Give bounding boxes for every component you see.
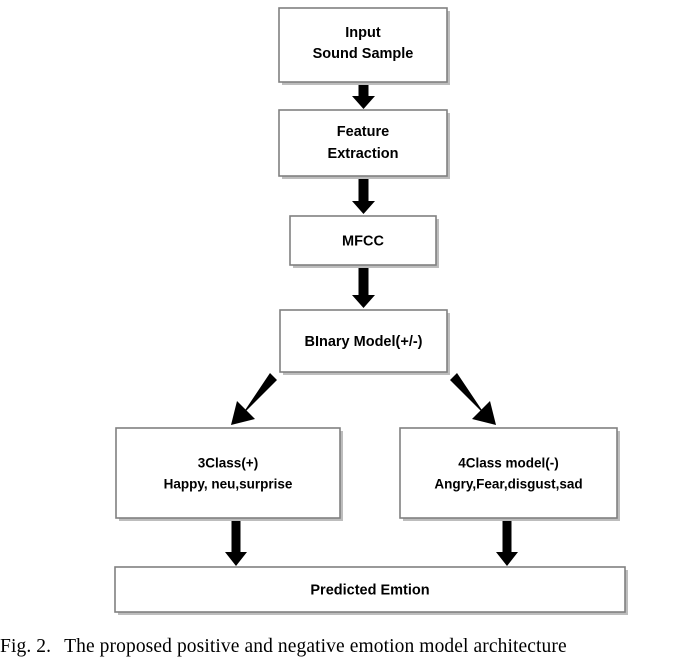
arrow-down-icon: [352, 84, 375, 109]
edge-binary-to-four-class: [450, 373, 496, 425]
arrow-down-icon: [352, 178, 375, 214]
figure-caption: Fig. 2. The proposed positive and negativ…: [0, 636, 695, 658]
edge-binary-to-three-class: [231, 373, 277, 425]
arrow-diagonal-down-right-icon: [450, 373, 496, 425]
node-feature-extraction-label-line2: Extraction: [328, 146, 399, 162]
arrow-down-icon: [352, 267, 375, 308]
edge-feature-to-mfcc: [352, 178, 375, 214]
node-predicted-emotion-box: [114, 566, 626, 613]
node-four-class-negative: 4Class model(-) Angry,Fear,disgust,sad: [399, 427, 620, 521]
figure-caption-number: Fig. 2.: [0, 636, 52, 657]
node-mfcc: MFCC: [289, 215, 439, 268]
node-three-class-positive-label-line1: 3Class(+): [198, 456, 258, 471]
node-three-class-positive: 3Class(+) Happy, neu,surprise: [115, 427, 343, 521]
node-feature-extraction-label-line1: Feature: [337, 124, 389, 140]
node-four-class-negative-label-line2: Angry,Fear,disgust,sad: [434, 477, 582, 492]
arrow-diagonal-down-left-icon: [231, 373, 277, 425]
node-three-class-positive-box: [115, 427, 341, 519]
node-four-class-negative-label-line1: 4Class model(-): [458, 456, 559, 471]
edge-four-class-to-predicted: [496, 520, 518, 566]
node-binary-model-label: BInary Model(+/-): [304, 334, 422, 350]
edge-three-class-to-predicted: [225, 520, 247, 566]
node-input-box: [278, 7, 448, 83]
node-feature-extraction-box: [278, 109, 448, 177]
node-input: Input Sound Sample: [278, 7, 450, 85]
flowchart-diagram: Input Sound Sample Feature Extraction MF…: [114, 7, 628, 615]
edge-mfcc-to-binary: [352, 267, 375, 308]
node-three-class-positive-label-line2: Happy, neu,surprise: [164, 477, 293, 492]
node-input-label-line1: Input: [345, 25, 381, 41]
figure-caption-text: The proposed positive and negative emoti…: [64, 636, 567, 657]
node-binary-model: BInary Model(+/-): [279, 309, 450, 375]
node-predicted-emotion-label: Predicted Emtion: [310, 582, 429, 598]
node-feature-extraction: Feature Extraction: [278, 109, 450, 179]
node-predicted-emotion: Predicted Emtion: [114, 566, 628, 615]
arrow-down-icon: [496, 520, 518, 566]
node-binary-model-box: [279, 309, 448, 373]
arrow-down-icon: [225, 520, 247, 566]
node-mfcc-label: MFCC: [342, 233, 384, 249]
edge-input-to-feature: [352, 84, 375, 109]
node-four-class-negative-box: [399, 427, 618, 519]
node-input-label-line2: Sound Sample: [313, 46, 414, 62]
node-mfcc-box: [289, 215, 437, 266]
